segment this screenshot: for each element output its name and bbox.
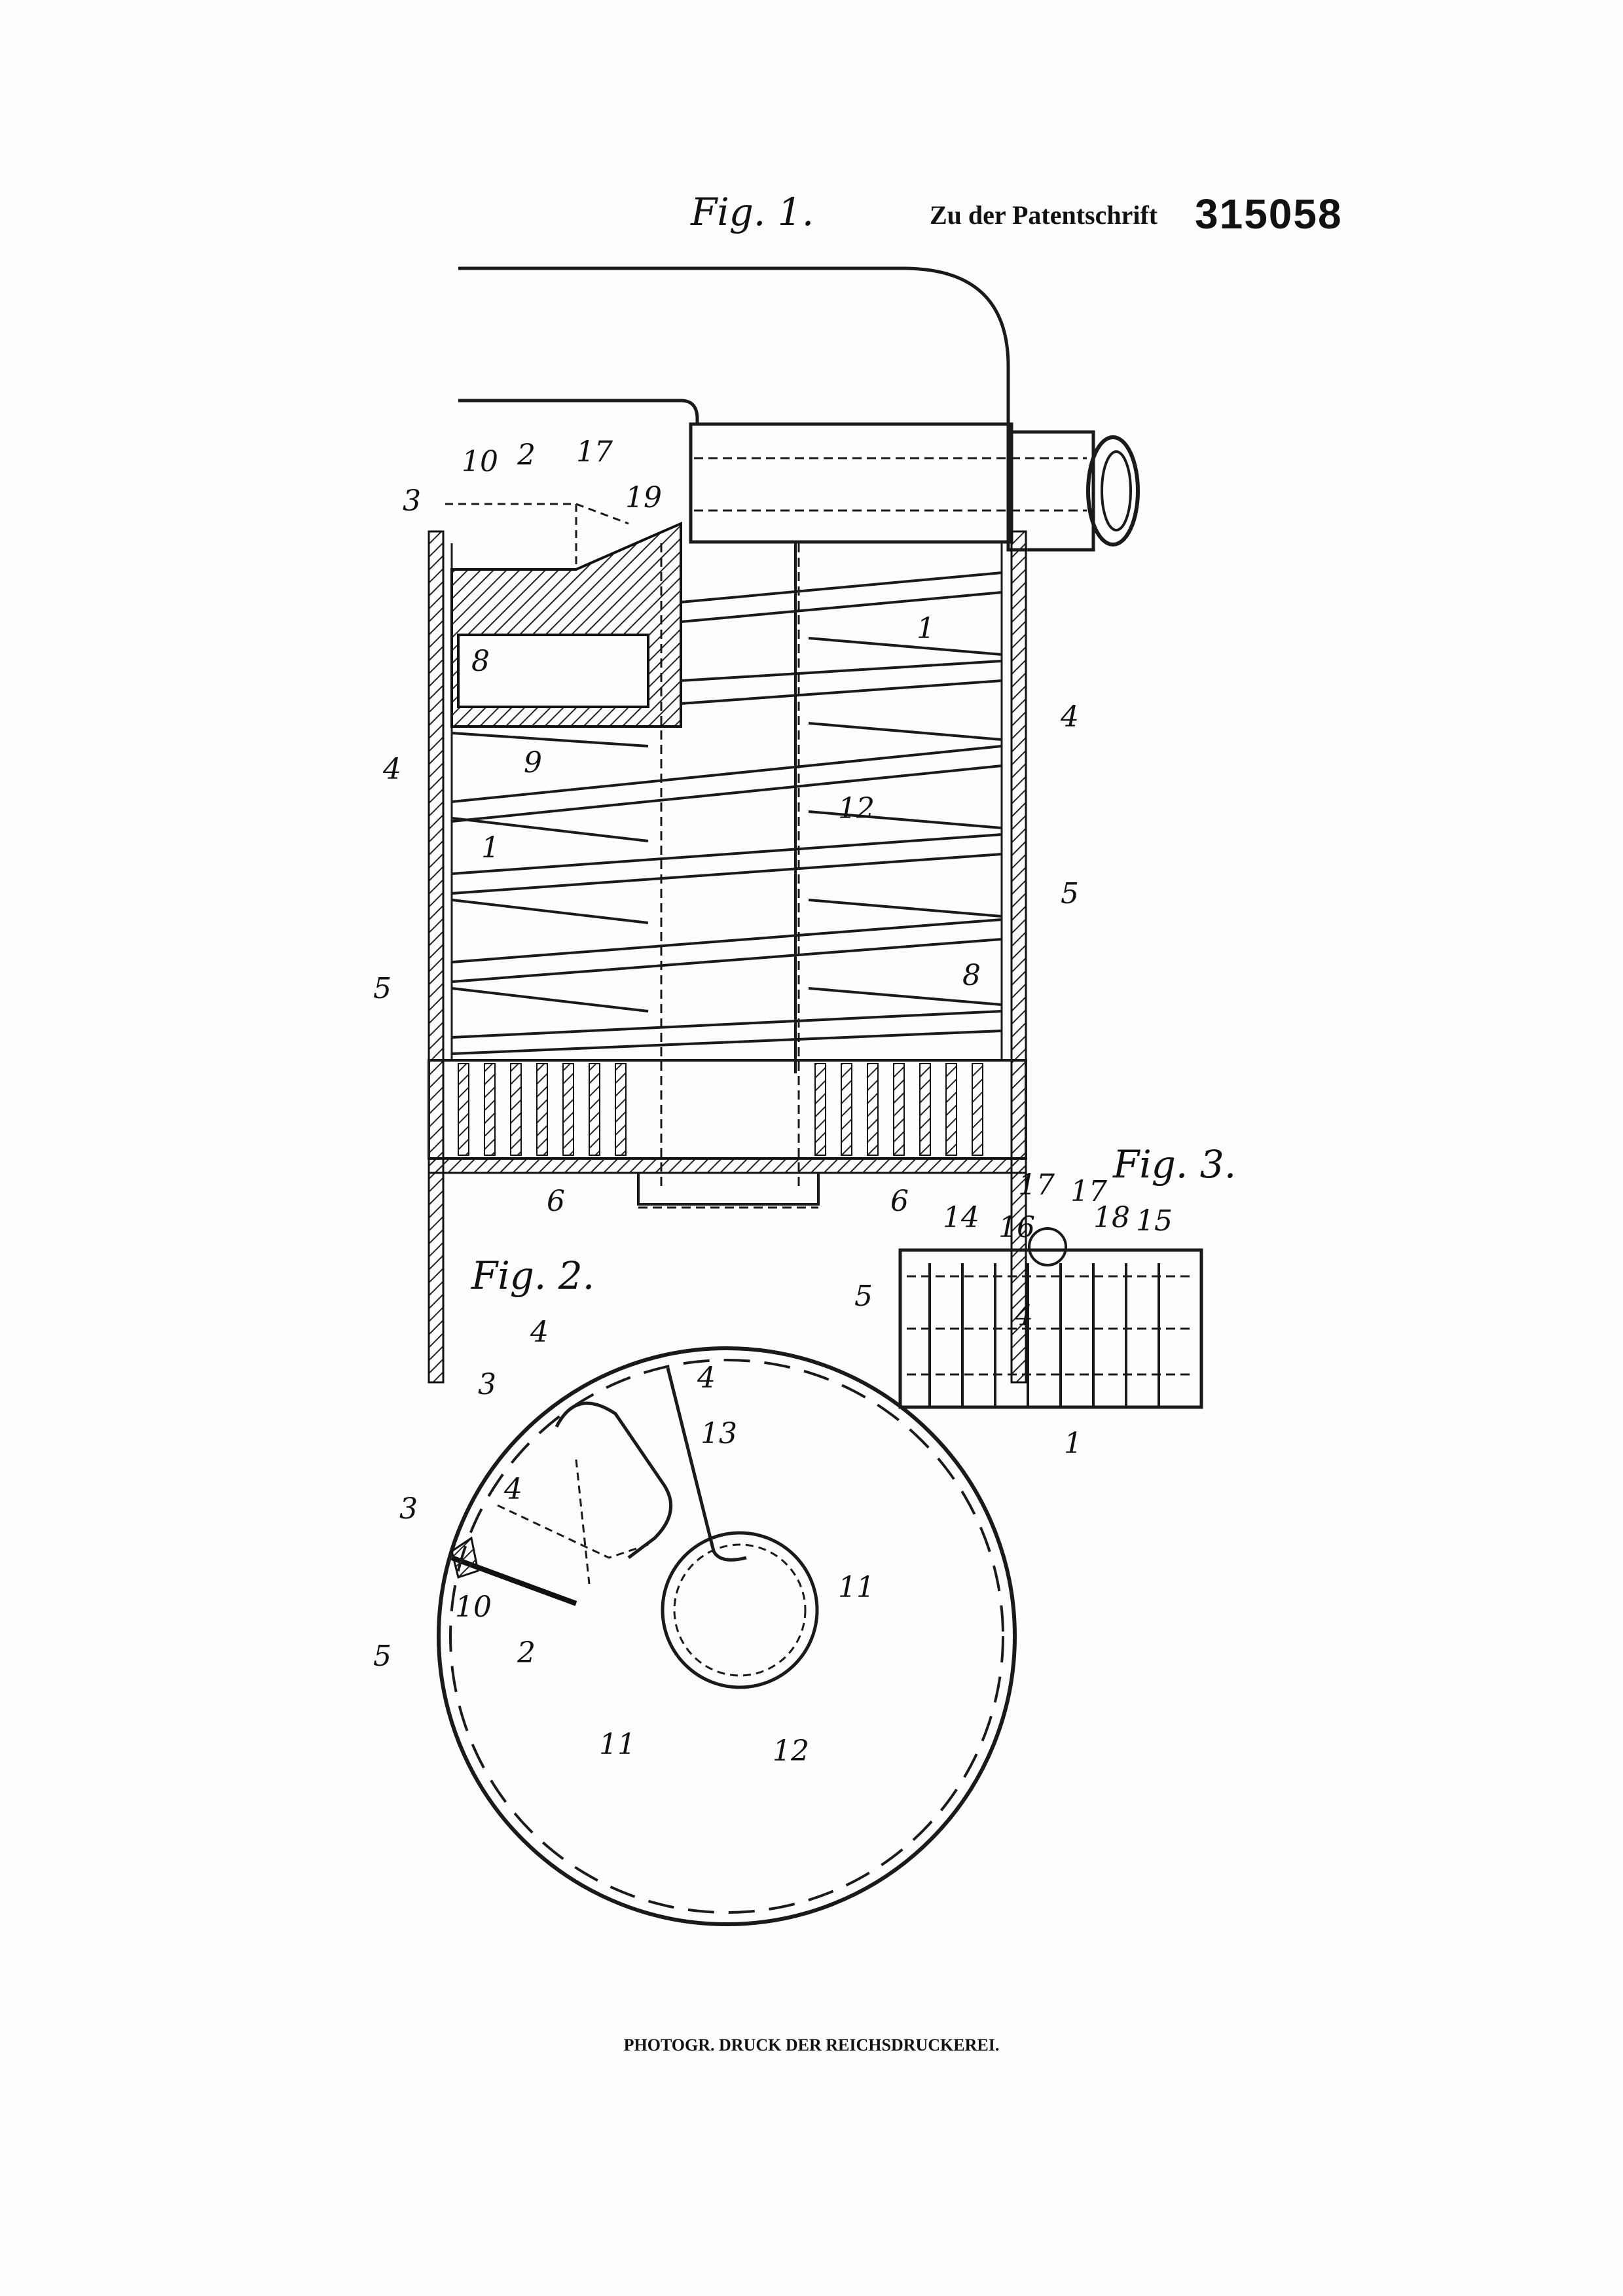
fig3-ribs — [928, 1263, 1160, 1407]
figure-1-numerals: 10 2 17 3 19 8 1 4 4 9 12 1 5 5 8 6 6 — [373, 435, 1079, 1218]
numeral-13: 13 — [701, 1417, 737, 1450]
base-slots — [458, 1063, 983, 1156]
figure-2-drawing: 4 4 3 13 4 3 10 2 5 11 11 12 — [373, 1316, 1017, 1926]
numeral-4: 4 — [1014, 1299, 1033, 1333]
numeral-16: 16 — [998, 1211, 1035, 1244]
numeral-4: 4 — [503, 1473, 522, 1506]
casing-wall-left — [428, 530, 445, 1384]
numeral-3: 3 — [403, 484, 421, 518]
numeral-5: 5 — [1061, 877, 1079, 910]
numeral-1: 1 — [917, 612, 935, 645]
center-hub — [661, 1531, 819, 1689]
numeral-15: 15 — [1136, 1204, 1173, 1238]
fig3-nozzle — [1028, 1227, 1067, 1266]
numeral-3: 3 — [478, 1368, 496, 1401]
numeral-4: 4 — [382, 753, 401, 786]
figure-3-numerals: 17 17 14 16 18 15 5 4 1 — [854, 1168, 1173, 1460]
numeral-2: 2 — [517, 439, 536, 472]
numeral-12: 12 — [838, 792, 875, 825]
numeral-17: 17 — [1070, 1175, 1107, 1208]
numeral-5: 5 — [854, 1280, 873, 1313]
numeral-4: 4 — [530, 1316, 549, 1349]
numeral-11: 11 — [599, 1728, 636, 1761]
numeral-4: 4 — [697, 1361, 716, 1395]
numeral-11: 11 — [838, 1571, 875, 1604]
numeral-18: 18 — [1093, 1201, 1130, 1234]
numeral-6: 6 — [547, 1185, 565, 1218]
numeral-5: 5 — [373, 972, 392, 1005]
numeral-3: 3 — [399, 1492, 418, 1526]
numeral-5: 5 — [373, 1640, 392, 1673]
numeral-12: 12 — [773, 1734, 809, 1768]
channel-8 — [457, 634, 649, 708]
figure-3-drawing: 17 17 14 16 18 15 5 4 1 — [854, 1168, 1203, 1460]
numeral-9: 9 — [524, 746, 542, 780]
numeral-17: 17 — [1018, 1168, 1055, 1202]
numeral-1: 1 — [481, 831, 500, 865]
numeral-17: 17 — [576, 435, 613, 469]
numeral-19: 19 — [625, 481, 662, 514]
inlet-pipe — [689, 422, 1013, 544]
numeral-2: 2 — [517, 1636, 536, 1670]
numeral-10: 10 — [462, 445, 498, 478]
numeral-6: 6 — [890, 1185, 909, 1218]
figure-3-title: Fig. 3. — [1113, 1142, 1237, 1187]
patent-reference-prefix: Zu der Patentschrift — [930, 200, 1158, 230]
numeral-8: 8 — [962, 959, 981, 992]
figure-2-title: Fig. 2. — [471, 1253, 595, 1298]
patent-number: 315058 — [1195, 190, 1343, 238]
numeral-14: 14 — [943, 1201, 979, 1234]
numeral-8: 8 — [471, 645, 490, 678]
figure-2-numerals: 4 4 3 13 4 3 10 2 5 11 11 12 — [373, 1316, 875, 1768]
figure-1-drawing: 10 2 17 3 19 8 1 4 4 9 12 1 5 5 8 6 6 — [373, 266, 1140, 1384]
spiral-flights — [451, 571, 1002, 1055]
figure-1-title: Fig. 1. — [691, 190, 814, 234]
numeral-10: 10 — [455, 1590, 492, 1624]
base-plate — [428, 1157, 1027, 1174]
numeral-4: 4 — [1060, 700, 1079, 734]
pipe-opening — [1086, 435, 1140, 547]
printer-note: PHOTOGR. DRUCK DER REICHSDRUCKEREI. — [623, 2036, 1000, 2054]
outer-drum — [437, 1346, 1017, 1926]
casing-wall-right — [1010, 530, 1027, 1384]
numeral-1: 1 — [1064, 1427, 1082, 1460]
